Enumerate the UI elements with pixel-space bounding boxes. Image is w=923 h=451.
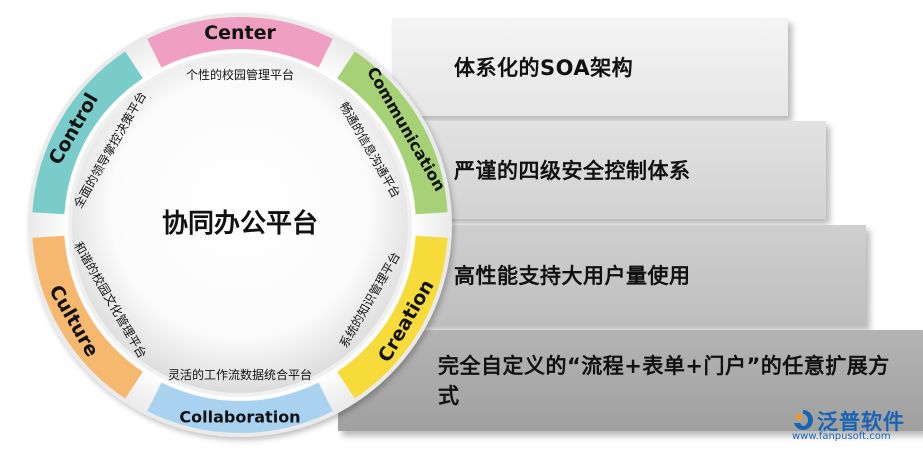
logo-name: 泛普软件 bbox=[817, 410, 905, 434]
wheel-inner-disc bbox=[72, 57, 408, 393]
feature-bar-3: 高性能支持大用户量使用 bbox=[392, 225, 866, 325]
logo-url: www.fanpusoft.com bbox=[792, 431, 891, 442]
feature-bar-2: 严谨的四级安全控制体系 bbox=[392, 121, 826, 219]
feature-bar-1: 体系化的SOA架构 bbox=[392, 18, 788, 116]
feature-text-3: 高性能支持大用户量使用 bbox=[454, 264, 691, 288]
feature-text-2: 严谨的四级安全控制体系 bbox=[454, 159, 691, 183]
wheel-diagram: CenterCommunicationCreationCollaboration… bbox=[28, 13, 452, 437]
wheel-segment-communication bbox=[337, 51, 448, 215]
brand-logo: 泛普软件 www.fanpusoft.com bbox=[790, 404, 915, 446]
wheel-segment-label-collaboration: Collaboration bbox=[179, 408, 300, 427]
wheel-segment-culture bbox=[32, 235, 143, 399]
wheel-segment-subtitle-center: 个性的校园管理平台 bbox=[186, 67, 294, 82]
logo-mark-icon bbox=[794, 410, 813, 430]
wheel-segment-center bbox=[147, 17, 333, 68]
wheel-segment-label-center: Center bbox=[204, 22, 276, 44]
wheel-segment-control bbox=[32, 51, 143, 215]
wheel-segment-collaboration bbox=[147, 382, 333, 433]
wheel-center-title: 协同办公平台 bbox=[162, 208, 318, 239]
wheel-segment-creation bbox=[337, 235, 448, 399]
feature-text-1: 体系化的SOA架构 bbox=[454, 56, 634, 80]
feature-text-4: 完全自定义的“流程+表单+门户”的任意扩展方式 bbox=[438, 353, 890, 408]
wheel-segment-subtitle-collaboration: 灵活的工作流数据统合平台 bbox=[168, 367, 312, 382]
feature-bar-4: 完全自定义的“流程+表单+门户”的任意扩展方式 bbox=[338, 330, 923, 431]
